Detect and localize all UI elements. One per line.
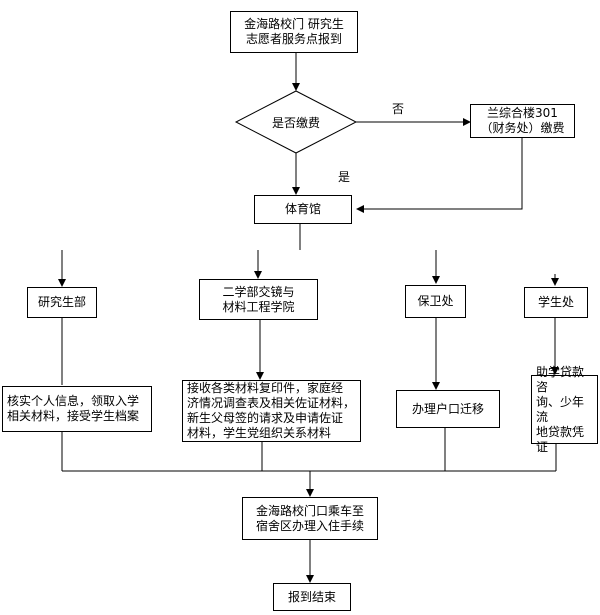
grad-dept-node: 研究生部: [27, 287, 97, 318]
security-node: 保卫处: [405, 285, 466, 318]
yes-label: 是: [338, 170, 351, 184]
dorm-node: 金海路校门口乘车至 宿舍区办理入住手续: [242, 497, 378, 540]
grad-task-node: 核实个人信息，领取入学 相关材料，接受学生档案: [2, 386, 152, 432]
decision-label: 是否缴费: [271, 116, 320, 130]
end-node: 报到结束: [273, 583, 351, 611]
security-task-node: 办理户口迁移: [396, 390, 500, 428]
no-label: 否: [392, 102, 405, 116]
start-node: 金海路校门 研究生 志愿者服务点报到: [230, 11, 358, 53]
student-task-node: 助学贷款咨 询、少年流 地贷款凭证: [531, 365, 598, 454]
school-task-node: 接收各类材料复印件，家庭经 济情况调查表及相关佐证材料， 新生父母签的请求及申请…: [182, 380, 361, 442]
gym-node: 体育馆: [254, 195, 352, 224]
school-node: 二学部交镜与 材料工程学院: [199, 279, 318, 320]
student-affairs-node: 学生处: [524, 287, 588, 318]
arrow-pay-to-gym: [356, 138, 523, 213]
pay-node: 兰综合楼301 （财务处）缴费: [470, 104, 575, 138]
